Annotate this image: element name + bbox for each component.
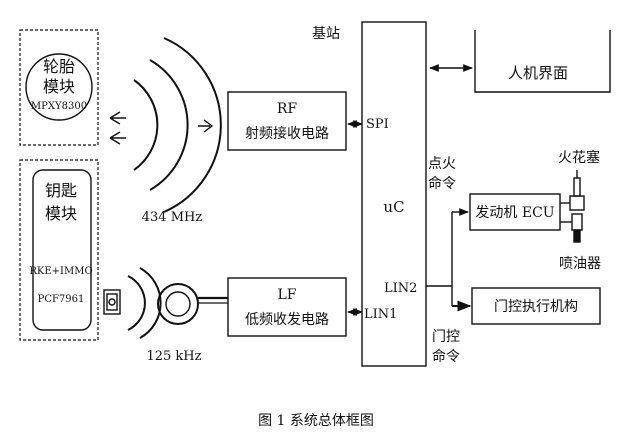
tire-module-box (19, 29, 99, 146)
freq-low-label: 125 kHz (146, 349, 201, 364)
engine-ecu-label: 发动机 ECU (475, 205, 554, 221)
rf-right-arrow-icon (198, 119, 214, 133)
tire-module-label-2: 模块 (43, 77, 75, 96)
lin1-label: LIN1 (364, 307, 397, 322)
key-module-box (19, 159, 99, 341)
injector-icon (560, 213, 583, 243)
tire-module-circle (25, 53, 93, 121)
lin2-label: LIN2 (384, 281, 417, 296)
door-actuator-label: 门控执行机构 (494, 299, 578, 315)
key-module-inner (32, 169, 92, 331)
injector-label: 喷油器 (559, 256, 601, 272)
rf-receiver-box (227, 91, 347, 151)
spark-plug-label: 火花塞 (558, 149, 600, 166)
freq-high-label: 434 MHz (142, 210, 203, 225)
door-cmd-label-1: 门控 (432, 329, 460, 345)
engine-ecu-box (469, 193, 561, 231)
door-actuator-box (471, 287, 601, 325)
rf-title: RF (277, 101, 298, 117)
door-cmd-label-2: 命令 (432, 348, 460, 365)
hmi-label: 人机界面 (508, 64, 568, 82)
rf-wave-arcs (133, 37, 222, 213)
key-module-chip: PCF7961 (38, 294, 85, 305)
lf-antenna-ring (157, 283, 199, 325)
spi-label: SPI (366, 117, 389, 132)
lf-coil-icon (103, 289, 121, 315)
lf-wave-arcs (127, 267, 162, 339)
ignition-cmd-label-1: 点火 (428, 156, 456, 172)
base-station-box (361, 21, 427, 367)
key-module-label-3: RKE+IMMO (29, 266, 92, 277)
key-module-label-1: 钥匙 (45, 181, 77, 200)
base-station-title: 基站 (312, 25, 340, 42)
hmi-bracket (474, 30, 611, 93)
ignition-cmd-label-2: 命令 (428, 175, 456, 192)
figure-caption: 图 1 系统总体框图 (258, 413, 374, 429)
rf-left-arrows (109, 111, 126, 145)
tire-module-label-1: 轮胎 (43, 57, 75, 76)
rf-subtitle: 射频接收电路 (245, 125, 329, 142)
key-module-label-2: 模块 (45, 204, 77, 223)
spark-plug-icon (560, 170, 585, 211)
lf-subtitle: 低频收发电路 (245, 312, 329, 328)
tire-module-chip: MPXY8300 (31, 101, 87, 112)
uc-label: uC (383, 198, 404, 216)
lf-transceiver-box (227, 277, 347, 337)
lf-title: LF (277, 287, 296, 303)
